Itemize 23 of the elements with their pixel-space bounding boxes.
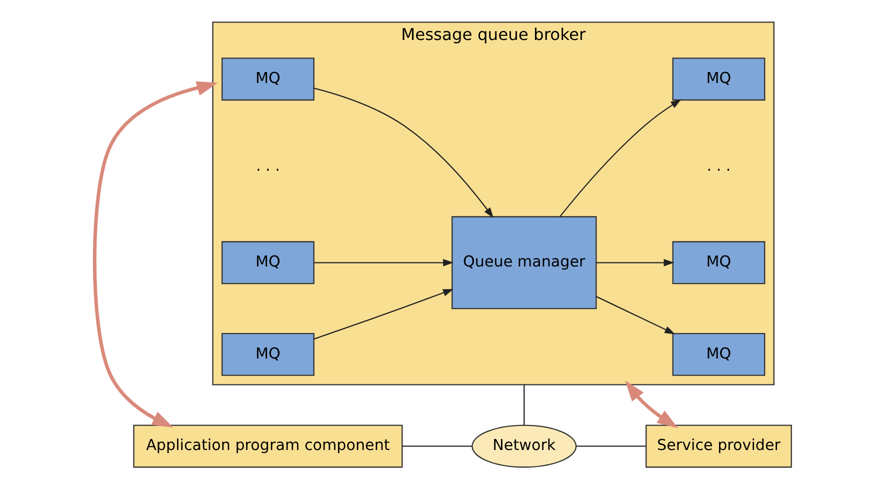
node-box: MQ	[222, 58, 314, 101]
label: · · ·	[706, 160, 731, 179]
node-box: MQ	[222, 241, 314, 284]
arrow	[596, 259, 674, 266]
arrow	[314, 289, 454, 340]
arrow	[92, 81, 218, 428]
connector	[576, 446, 646, 447]
node-box: Service provider	[646, 424, 792, 468]
arrow	[625, 380, 678, 428]
node-box: Queue manager	[452, 216, 597, 310]
node-box: MQ	[222, 332, 314, 376]
label: · · ·	[256, 160, 280, 179]
node-ellipse: Network	[472, 424, 577, 468]
arrow	[559, 99, 682, 218]
connector	[402, 446, 472, 447]
node-box: MQ	[672, 58, 766, 101]
arrow	[314, 259, 454, 266]
node-box: Application program component	[133, 424, 403, 468]
node-box: MQ	[672, 241, 766, 284]
arrow	[596, 296, 676, 334]
connector	[524, 384, 525, 426]
arrow	[314, 88, 494, 218]
node-box: MQ	[672, 332, 766, 376]
